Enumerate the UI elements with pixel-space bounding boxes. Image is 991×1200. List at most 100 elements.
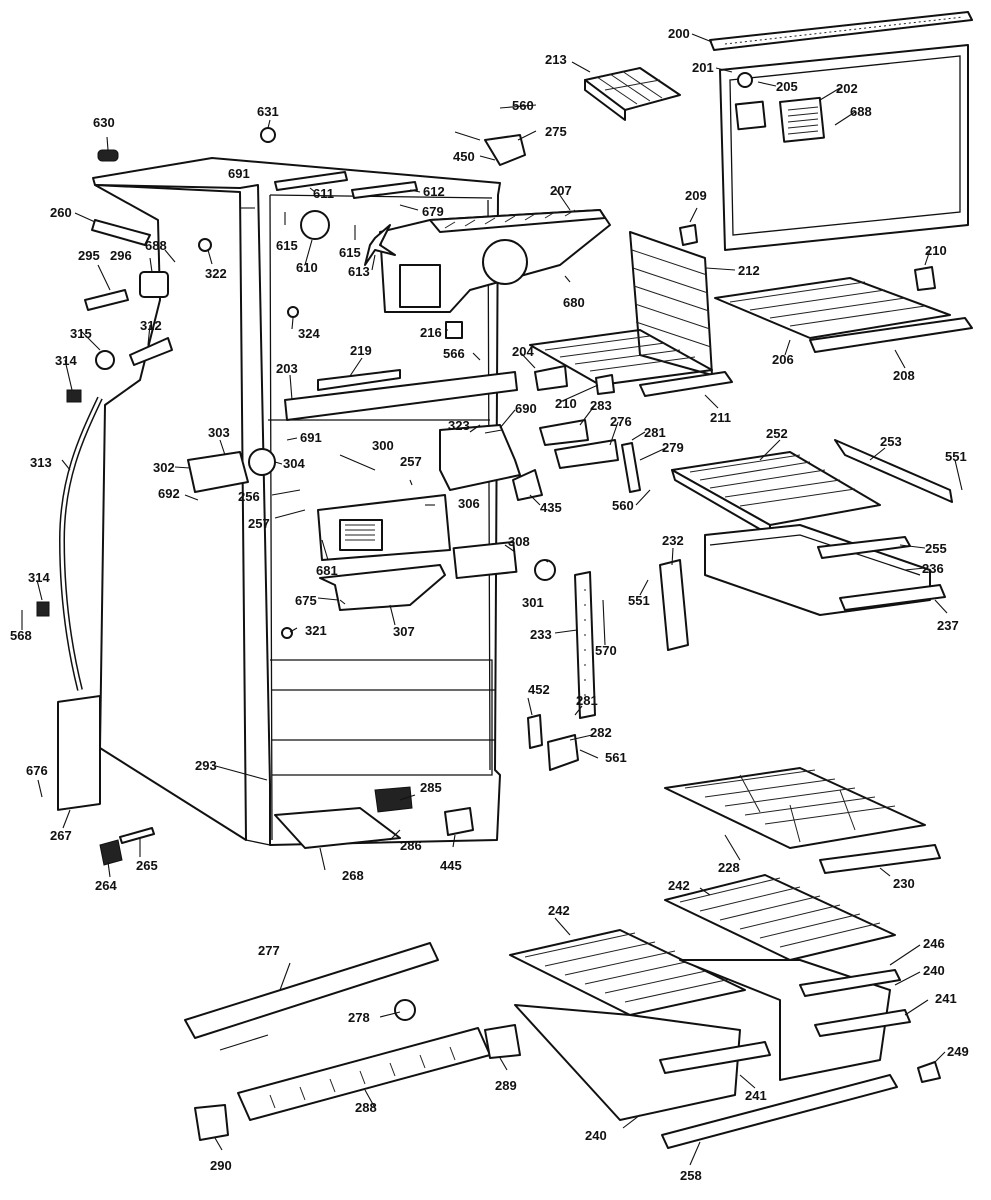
label-267: 267 bbox=[50, 828, 72, 843]
part-285 bbox=[374, 786, 413, 813]
label-276: 276 bbox=[610, 414, 632, 429]
label-301: 301 bbox=[522, 595, 544, 610]
label-212: 212 bbox=[738, 263, 760, 278]
label-240-a: 240 bbox=[923, 963, 945, 978]
hinge-275 bbox=[484, 134, 526, 166]
trim-246 bbox=[799, 969, 901, 997]
label-285: 285 bbox=[420, 780, 442, 795]
control-plate-308 bbox=[452, 540, 518, 580]
label-204: 204 bbox=[512, 344, 534, 359]
label-241-b: 241 bbox=[745, 1088, 767, 1103]
label-630: 630 bbox=[93, 115, 115, 130]
part-315 bbox=[95, 350, 115, 370]
label-208: 208 bbox=[893, 368, 915, 383]
label-200: 200 bbox=[668, 26, 690, 41]
label-240-b: 240 bbox=[585, 1128, 607, 1143]
label-303: 303 bbox=[208, 425, 230, 440]
label-232: 232 bbox=[662, 533, 684, 548]
label-246: 246 bbox=[923, 936, 945, 951]
label-213: 213 bbox=[545, 52, 567, 67]
label-257-a: 257 bbox=[400, 454, 422, 469]
label-293: 293 bbox=[195, 758, 217, 773]
label-679: 679 bbox=[422, 204, 444, 219]
label-613: 613 bbox=[348, 264, 370, 279]
label-242-b: 242 bbox=[668, 878, 690, 893]
label-278: 278 bbox=[348, 1010, 370, 1025]
ice-tray-213 bbox=[584, 67, 681, 121]
part-631 bbox=[260, 127, 276, 143]
label-286: 286 bbox=[400, 838, 422, 853]
label-315: 315 bbox=[70, 326, 92, 341]
part-295 bbox=[84, 289, 129, 311]
label-314-b: 314 bbox=[28, 570, 50, 585]
leader-lines bbox=[21, 33, 963, 1166]
part-314-lower bbox=[36, 601, 50, 617]
shelf-trim-208 bbox=[809, 317, 973, 353]
label-203: 203 bbox=[276, 361, 298, 376]
label-236: 236 bbox=[922, 561, 944, 576]
label-288: 288 bbox=[355, 1100, 377, 1115]
label-211: 211 bbox=[710, 410, 731, 425]
shelf-252 bbox=[671, 451, 881, 536]
bracket-323 bbox=[439, 424, 521, 491]
label-209: 209 bbox=[685, 188, 707, 203]
trim-241-left bbox=[659, 1041, 771, 1074]
screw-322 bbox=[198, 238, 212, 252]
label-219: 219 bbox=[350, 343, 372, 358]
label-281-b: 281 bbox=[576, 693, 598, 708]
label-256: 256 bbox=[238, 489, 260, 504]
label-249: 249 bbox=[947, 1044, 969, 1059]
clip-249 bbox=[917, 1061, 941, 1083]
bracket-611 bbox=[274, 171, 348, 191]
label-452: 452 bbox=[528, 682, 550, 697]
label-308: 308 bbox=[508, 534, 530, 549]
label-258: 258 bbox=[680, 1168, 702, 1183]
panel-267 bbox=[57, 694, 101, 811]
trim-258 bbox=[661, 1074, 898, 1149]
label-300: 300 bbox=[372, 438, 394, 453]
crisper-drawer-240-left bbox=[514, 1004, 741, 1121]
screw-321 bbox=[281, 627, 293, 639]
light-shield-203 bbox=[284, 371, 518, 421]
top-trim-200 bbox=[709, 11, 973, 51]
label-210-b: 210 bbox=[555, 396, 577, 411]
pin-265 bbox=[119, 827, 155, 844]
bracket-210-upper bbox=[914, 266, 936, 291]
label-237: 237 bbox=[937, 618, 959, 633]
label-253: 253 bbox=[880, 434, 902, 449]
label-676: 676 bbox=[26, 763, 48, 778]
label-612: 612 bbox=[423, 184, 445, 199]
part-216 bbox=[445, 321, 463, 339]
shelf-support-253 bbox=[834, 439, 953, 503]
label-688-b: 688 bbox=[145, 238, 167, 253]
label-205: 205 bbox=[776, 79, 798, 94]
crisper-cover-242-left bbox=[509, 929, 746, 1016]
label-615-b: 615 bbox=[339, 245, 361, 260]
label-568: 568 bbox=[10, 628, 32, 643]
rail-233 bbox=[574, 571, 596, 719]
label-275: 275 bbox=[545, 124, 567, 139]
part-260 bbox=[91, 219, 151, 246]
drain-pan-268 bbox=[274, 807, 401, 849]
label-611: 611 bbox=[313, 186, 334, 201]
label-210-a: 210 bbox=[925, 243, 947, 258]
label-691-a: 691 bbox=[228, 166, 250, 181]
label-610: 610 bbox=[296, 260, 318, 275]
part-435 bbox=[512, 469, 543, 501]
label-631: 631 bbox=[257, 104, 279, 119]
shelf-228 bbox=[664, 767, 926, 849]
connector-445 bbox=[444, 807, 474, 836]
label-692: 692 bbox=[158, 486, 180, 501]
label-313: 313 bbox=[30, 455, 52, 470]
label-551-b: 551 bbox=[628, 593, 650, 608]
evaporator-cover-207 bbox=[379, 209, 611, 313]
label-304: 304 bbox=[283, 456, 305, 471]
bracket-289 bbox=[484, 1024, 521, 1059]
label-252: 252 bbox=[766, 426, 788, 441]
label-228: 228 bbox=[718, 860, 740, 875]
bracket-282 bbox=[547, 734, 579, 771]
part-296 bbox=[139, 271, 169, 298]
label-570: 570 bbox=[595, 643, 617, 658]
label-302: 302 bbox=[153, 460, 175, 475]
label-283: 283 bbox=[590, 398, 612, 413]
